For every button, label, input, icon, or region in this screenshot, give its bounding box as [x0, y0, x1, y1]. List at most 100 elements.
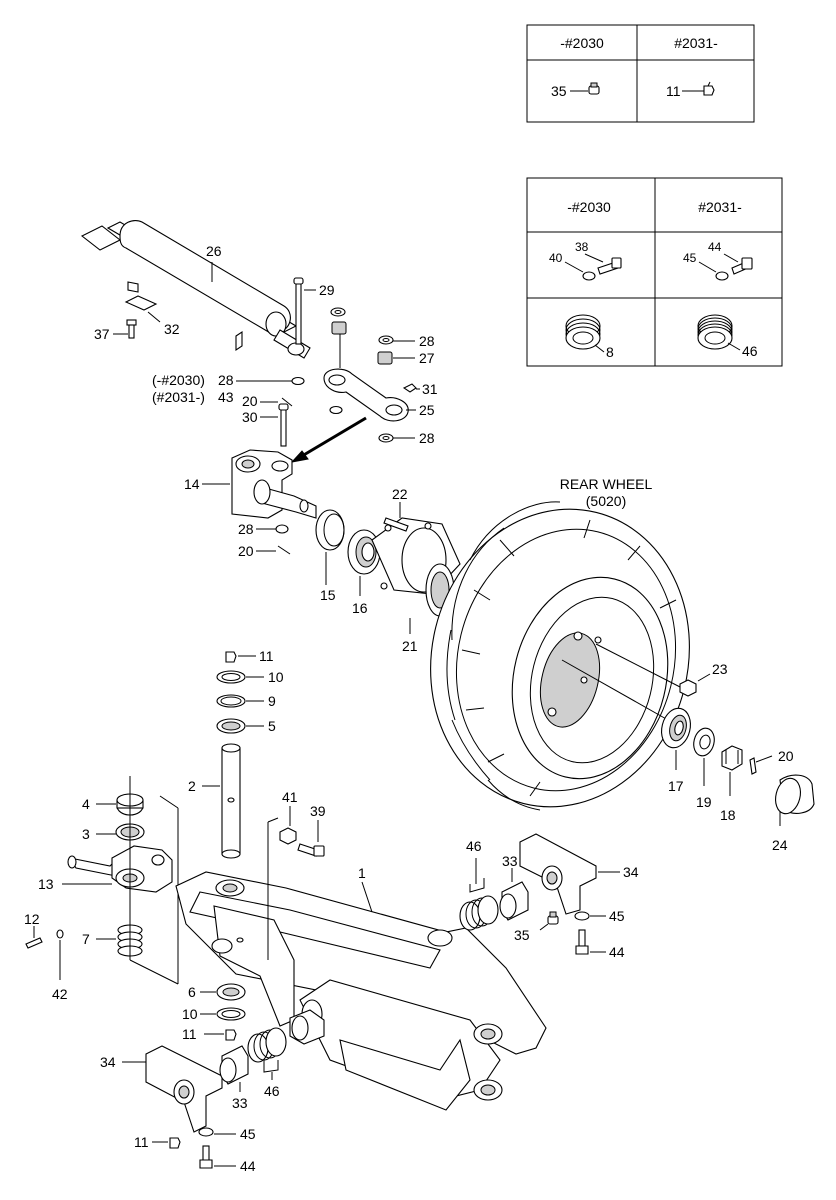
- callout-27: 27: [419, 350, 435, 366]
- small-bolt: [126, 319, 137, 339]
- hex-bolt: [575, 929, 589, 955]
- spring: [459, 895, 499, 931]
- callout-22: 22: [392, 486, 408, 502]
- washer: [275, 524, 289, 534]
- callout-45: 45: [240, 1126, 256, 1142]
- washer: [330, 307, 346, 317]
- callout-5: 5: [268, 718, 276, 734]
- center-pin: [221, 743, 241, 859]
- callout-6: 6: [188, 984, 196, 1000]
- assembly-arrow: [290, 416, 367, 463]
- needle-bearing: [216, 983, 246, 1001]
- variant-table-top: -#2030 #2031- 35 11: [526, 24, 755, 123]
- washer: [574, 911, 590, 921]
- callout-18: 18: [720, 807, 736, 823]
- callout-21: 21: [402, 638, 418, 654]
- bolt-with-washer-icon: [715, 257, 753, 281]
- spring-icon: [565, 314, 601, 350]
- washer: [291, 376, 305, 386]
- wheel-stud: [383, 517, 409, 532]
- steering-cylinder: [80, 219, 311, 359]
- plug: [547, 911, 559, 925]
- king-pin: [278, 403, 289, 447]
- callout-28: 28: [419, 430, 435, 446]
- steering-knuckle: [231, 449, 317, 519]
- callout-20: 20: [778, 748, 794, 764]
- hub-cap: [775, 774, 815, 815]
- plug-icon: [588, 82, 600, 95]
- callout-2: 2: [188, 778, 196, 794]
- bolt-with-washer-icon: [582, 257, 622, 281]
- callout-35: 35: [514, 927, 530, 943]
- bushing: [331, 321, 393, 365]
- callout-20: 20: [238, 543, 254, 559]
- callout-34: 34: [100, 1054, 116, 1070]
- callout-11-table: 11: [666, 83, 681, 99]
- table-top-header-left: -#2030: [560, 35, 604, 51]
- callout-12: 12: [24, 911, 40, 927]
- pin: [293, 277, 304, 345]
- spring-cap: [289, 1009, 325, 1045]
- o-ring: [56, 929, 64, 939]
- cotter-pin: [749, 757, 757, 775]
- rear-axle-beam: [175, 871, 547, 1111]
- callout-34: 34: [623, 864, 639, 880]
- callout-31: 31: [422, 381, 438, 397]
- variant-table-mid: -#2030 #2031- 40 38 45 44 8: [526, 177, 783, 367]
- callout-28: 28: [218, 372, 234, 388]
- callout-23: 23: [712, 661, 728, 677]
- callout-16: 16: [352, 600, 368, 616]
- callout-14: 14: [184, 476, 200, 492]
- grease-nipple-icon: [703, 81, 715, 96]
- small-bolt: [25, 937, 43, 949]
- callout-28: 28: [419, 333, 435, 349]
- grease-nipple: [169, 1137, 181, 1149]
- callout-37: 37: [94, 326, 110, 342]
- callout-28: 28: [238, 521, 254, 537]
- serial-note-pre-2030: (-#2030): [152, 372, 205, 388]
- trunnion-bushing: [219, 1045, 249, 1085]
- callout-39: 39: [310, 803, 326, 819]
- hex-bolt: [199, 1145, 213, 1169]
- callout-1: 1: [358, 865, 366, 881]
- callout-7: 7: [82, 931, 90, 947]
- mounting-plate: [124, 295, 158, 311]
- grease-nipple: [225, 1029, 237, 1041]
- callout-42: 42: [52, 986, 68, 1002]
- callout-29: 29: [319, 282, 335, 298]
- callout-40: 40: [549, 251, 563, 265]
- shim: [216, 694, 246, 708]
- callout-46: 46: [466, 838, 482, 854]
- callout-30: 30: [242, 409, 258, 425]
- callout-45: 45: [609, 908, 625, 924]
- rear-wheel-part-no: (5020): [586, 493, 626, 509]
- callout-19: 19: [696, 794, 712, 810]
- table-mid-header-right: #2031-: [698, 199, 742, 215]
- rear-wheel-label: REAR WHEEL: [560, 476, 653, 492]
- callout-46-table: 46: [742, 343, 758, 359]
- callout-10: 10: [182, 1006, 198, 1022]
- wheel-bearing: [347, 529, 381, 575]
- callout-32: 32: [164, 321, 180, 337]
- callout-17: 17: [668, 778, 684, 794]
- snap-ring: [216, 670, 246, 684]
- trunnion-bracket: [145, 1045, 223, 1133]
- callout-8: 8: [606, 344, 614, 360]
- callout-11: 11: [259, 648, 274, 664]
- callout-24: 24: [772, 837, 788, 853]
- callout-26: 26: [206, 243, 222, 259]
- washer: [378, 335, 394, 345]
- callout-44: 44: [609, 944, 625, 960]
- callout-46: 46: [264, 1083, 280, 1099]
- callout-45-table: 45: [683, 251, 697, 265]
- callout-3: 3: [82, 826, 90, 842]
- grease-nipple: [402, 383, 417, 393]
- wheel-hub: [371, 517, 461, 617]
- wheel-nut: [679, 679, 697, 697]
- callout-33: 33: [502, 853, 518, 869]
- callout-15: 15: [320, 587, 336, 603]
- trunnion-bushing: [499, 881, 529, 921]
- callout-4: 4: [82, 796, 90, 812]
- thrust-washer: [693, 727, 715, 757]
- serial-note-post-2031: (#2031-): [152, 389, 205, 405]
